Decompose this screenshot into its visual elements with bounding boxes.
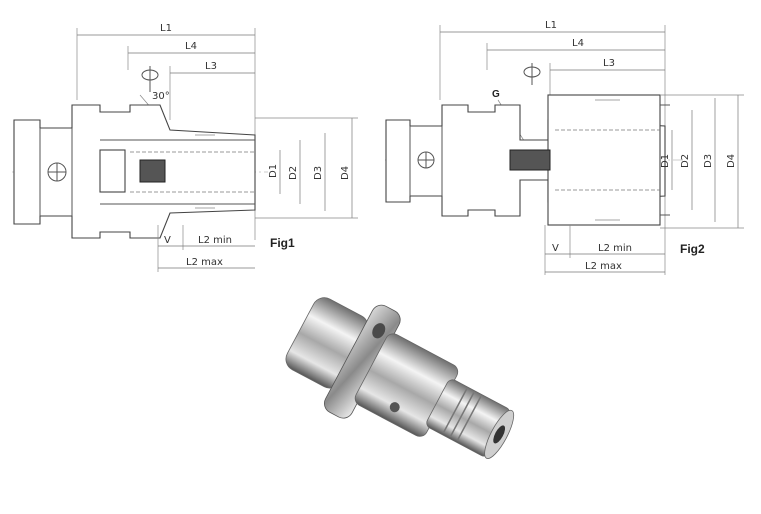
fig2-dim-L1: L1 (545, 20, 557, 31)
fig2-drawing: L1 L4 L3 G D1 D2 D3 D4 V L2 min L2 max F… (385, 20, 744, 275)
chuck-photo (285, 297, 515, 459)
fig2-caption: Fig2 (680, 242, 705, 256)
fig1-caption: Fig1 (270, 236, 295, 250)
fig2-dim-D2: D2 (680, 154, 691, 168)
fig2-dim-L2min: L2 min (598, 243, 632, 254)
fig1-dim-D4: D4 (340, 166, 351, 180)
fig1-dim-L3: L3 (205, 61, 217, 72)
fig1-dim-D2: D2 (288, 166, 299, 180)
fig2-thread-label: G (492, 89, 500, 100)
fig1-dim-D3: D3 (313, 166, 324, 180)
fig2-dim-D4: D4 (726, 154, 737, 168)
fig1-dim-L4: L4 (185, 41, 197, 52)
fig1-angle-label: 30° (152, 91, 170, 102)
fig1-dim-L1: L1 (160, 23, 172, 34)
fig1-drawing: L1 L4 L3 30° D1 D2 D3 D4 V L2 min L2 max (12, 23, 358, 272)
fig1-dim-V: V (164, 235, 171, 246)
fig1-dim-D1: D1 (268, 164, 279, 178)
fig1-dim-L2max: L2 max (186, 257, 223, 268)
fig1-dim-L2min: L2 min (198, 235, 232, 246)
fig2-dim-V: V (552, 243, 559, 254)
fig2-dim-L4: L4 (572, 38, 584, 49)
fig2-large-body (547, 94, 661, 226)
fig2-dim-L3: L3 (603, 58, 615, 69)
fig2-dim-L2max: L2 max (585, 261, 622, 272)
fig2-dim-D1: D1 (660, 154, 671, 168)
fig2-dim-D3: D3 (703, 154, 714, 168)
